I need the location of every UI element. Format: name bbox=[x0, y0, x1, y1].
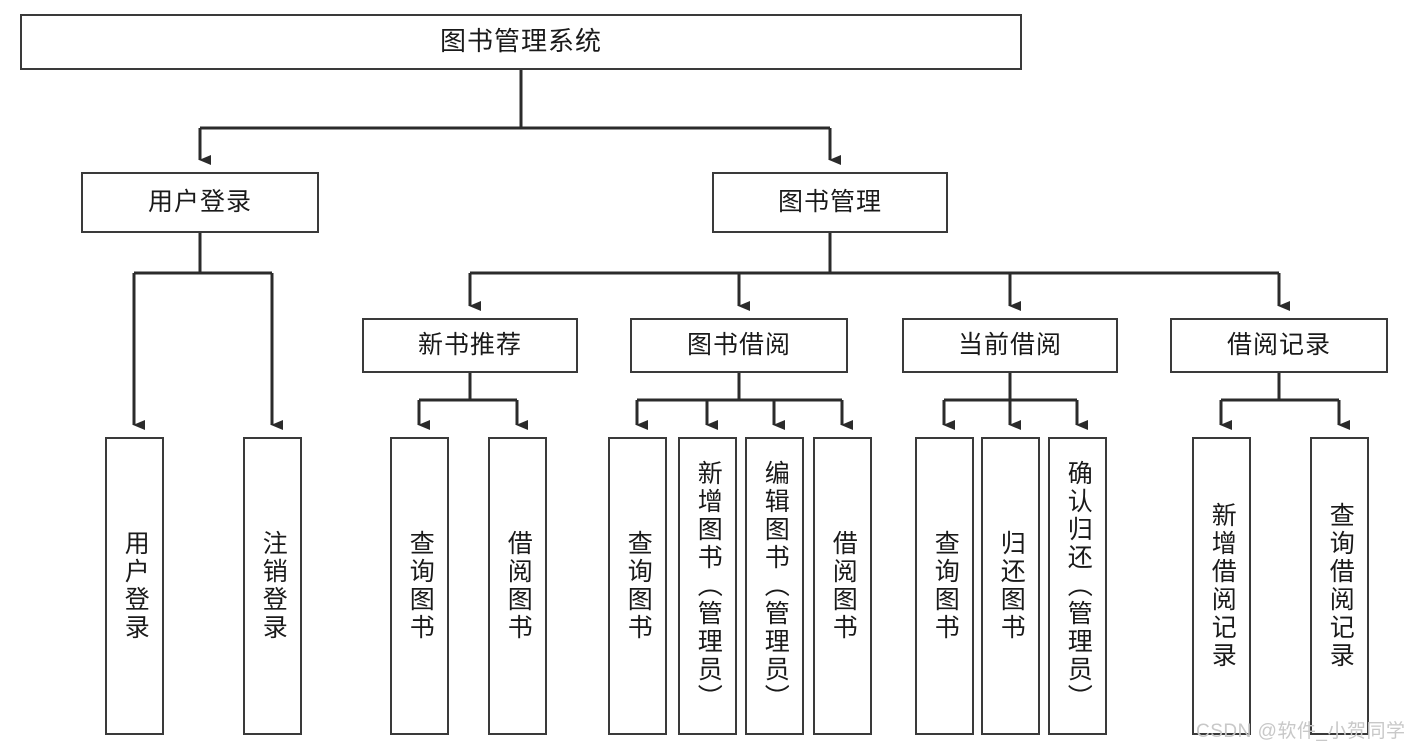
node-label: 借阅记录 bbox=[1226, 331, 1331, 360]
node-label: 查询图书 bbox=[624, 530, 653, 642]
node-label: 图书管理系统 bbox=[439, 26, 602, 57]
node-leaf-confirm-return[interactable]: 确认归还（管理员） bbox=[1048, 437, 1107, 735]
node-label: 借阅图书 bbox=[504, 530, 533, 642]
node-label: 借阅图书 bbox=[829, 530, 858, 642]
node-leaf-query-book-3[interactable]: 查询图书 bbox=[915, 437, 974, 735]
node-user-login[interactable]: 用户登录 bbox=[81, 172, 319, 233]
node-label: 注销登录 bbox=[259, 530, 288, 642]
node-leaf-user-login[interactable]: 用户登录 bbox=[105, 437, 164, 735]
node-new-book-rec[interactable]: 新书推荐 bbox=[362, 318, 578, 373]
node-borrow-record[interactable]: 借阅记录 bbox=[1170, 318, 1388, 373]
node-label: 新书推荐 bbox=[417, 331, 522, 360]
node-leaf-add-book[interactable]: 新增图书（管理员） bbox=[678, 437, 737, 735]
node-current-borrow[interactable]: 当前借阅 bbox=[902, 318, 1118, 373]
node-leaf-edit-book[interactable]: 编辑图书（管理员） bbox=[745, 437, 804, 735]
node-label: 用户登录 bbox=[121, 530, 150, 642]
node-book-manage[interactable]: 图书管理 bbox=[712, 172, 948, 233]
node-leaf-query-book-2[interactable]: 查询图书 bbox=[608, 437, 667, 735]
node-book-borrow[interactable]: 图书借阅 bbox=[630, 318, 848, 373]
node-label: 归还图书 bbox=[997, 530, 1026, 642]
node-leaf-borrow-book-2[interactable]: 借阅图书 bbox=[813, 437, 872, 735]
node-label: 查询图书 bbox=[931, 530, 960, 642]
node-label: 编辑图书（管理员） bbox=[761, 460, 790, 712]
node-leaf-add-record[interactable]: 新增借阅记录 bbox=[1192, 437, 1251, 735]
watermark-label: CSDN @软件_小贺同学 bbox=[1196, 721, 1405, 742]
node-label: 新增图书（管理员） bbox=[694, 460, 723, 712]
node-leaf-borrow-book-1[interactable]: 借阅图书 bbox=[488, 437, 547, 735]
node-label: 当前借阅 bbox=[957, 331, 1062, 360]
node-leaf-query-record[interactable]: 查询借阅记录 bbox=[1310, 437, 1369, 735]
node-leaf-return-book[interactable]: 归还图书 bbox=[981, 437, 1040, 735]
node-label: 图书管理 bbox=[777, 188, 882, 217]
node-label: 新增借阅记录 bbox=[1208, 502, 1237, 670]
node-label: 查询图书 bbox=[406, 530, 435, 642]
node-label: 查询借阅记录 bbox=[1326, 502, 1355, 670]
node-root-system[interactable]: 图书管理系统 bbox=[20, 14, 1022, 70]
node-label: 用户登录 bbox=[147, 188, 252, 217]
node-label: 图书借阅 bbox=[686, 331, 791, 360]
node-leaf-query-book-1[interactable]: 查询图书 bbox=[390, 437, 449, 735]
node-leaf-user-logout[interactable]: 注销登录 bbox=[243, 437, 302, 735]
node-label: 确认归还（管理员） bbox=[1064, 460, 1093, 712]
